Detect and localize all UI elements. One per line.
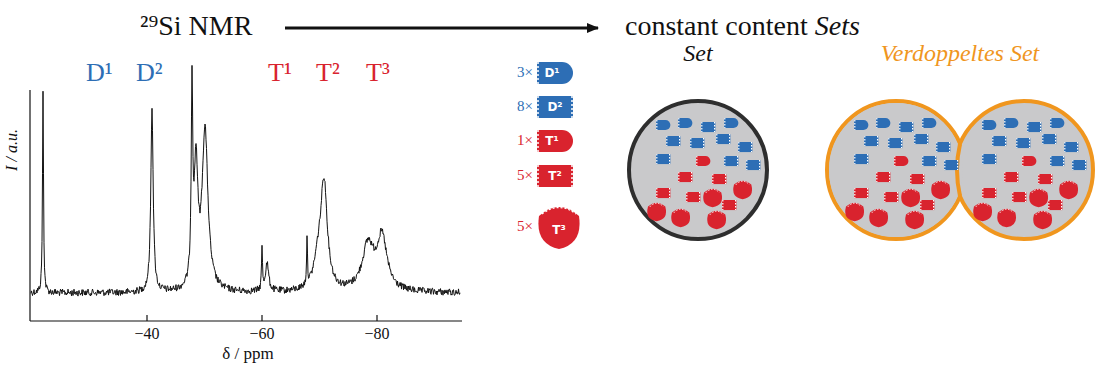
badge-label: T³ xyxy=(552,223,565,237)
tick xyxy=(146,315,147,321)
unit-badge: T³ xyxy=(537,204,581,250)
text-label: −60 xyxy=(249,325,274,343)
unit-badge: T¹ xyxy=(537,130,573,152)
text-label: 3× xyxy=(517,64,533,81)
y-axis xyxy=(29,90,30,321)
badge-label: D¹ xyxy=(544,66,559,80)
text-label: 5× xyxy=(517,167,533,184)
tick xyxy=(376,315,377,321)
text-label: δ / ppm xyxy=(222,344,273,364)
text-label: Sets xyxy=(815,10,860,42)
text-label: I / a.u. xyxy=(3,129,21,171)
text-label: 8× xyxy=(517,98,533,115)
text-label: constant content xyxy=(625,10,808,42)
text-label: T³ xyxy=(366,58,390,88)
unit-badge: T² xyxy=(537,165,573,187)
badge-label: D² xyxy=(547,100,562,114)
tick xyxy=(261,315,262,321)
node-outline xyxy=(626,98,770,242)
process-arrow xyxy=(285,27,598,30)
set-circle: Verdoppeltes Set xyxy=(824,98,1096,242)
unit-badge: D¹ xyxy=(537,62,573,84)
text-label: D¹ xyxy=(86,58,113,88)
text-label: ²⁹Si NMR xyxy=(140,10,252,42)
set-heading: Set xyxy=(683,40,712,67)
badge-label: T¹ xyxy=(545,134,558,148)
set-circle: Set xyxy=(626,98,770,242)
text-label: D² xyxy=(136,58,163,88)
set-heading: Verdoppeltes Set xyxy=(881,40,1039,67)
node-outline xyxy=(824,98,1096,242)
unit-badge: D² xyxy=(537,96,573,118)
x-axis xyxy=(30,320,462,321)
text-label: 5× xyxy=(517,218,533,235)
text-label: −40 xyxy=(134,325,159,343)
badge-label: T² xyxy=(548,169,561,183)
text-label: T¹ xyxy=(268,58,292,88)
nmr-spectrum xyxy=(31,65,460,296)
text-label: 1× xyxy=(517,132,533,149)
text-label: T² xyxy=(316,58,340,88)
text-label: −80 xyxy=(364,325,389,343)
